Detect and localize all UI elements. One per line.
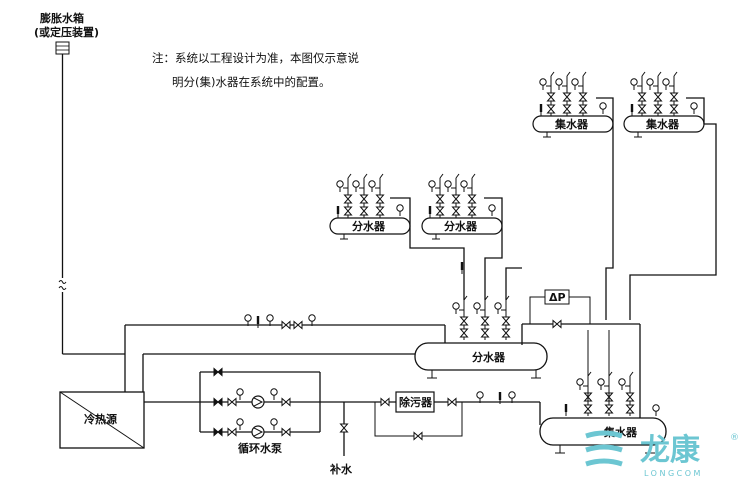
chiller-label: 冷热源 <box>84 412 117 426</box>
main-coll-branch-3 <box>619 372 634 416</box>
main-distributor <box>414 342 548 379</box>
dirt-bypass-valve[interactable] <box>413 432 423 440</box>
tank-label-line2: (或定压装置) <box>34 25 99 39</box>
top-collector-2-label: 集水器 <box>645 117 680 131</box>
main-coll-branch-2 <box>598 372 613 416</box>
small-distributor-2-label: 分水器 <box>444 219 478 233</box>
longcom-logo: 龙康 LONGCOM ® <box>585 430 739 478</box>
supply-gauge-3 <box>308 314 316 327</box>
pump-2 <box>251 425 265 439</box>
supply-valve-1[interactable] <box>281 321 291 329</box>
main-coll-thermo <box>564 403 568 417</box>
chiller <box>59 391 145 449</box>
main-dist-branch-3 <box>495 296 510 340</box>
pump-group-label: 循环水泵 <box>238 441 282 455</box>
pump-group <box>199 368 321 436</box>
return-valve-1[interactable] <box>447 398 457 406</box>
note-line1: 注：系统以工程设计为准，本图仅示意说 <box>152 51 359 65</box>
main-coll-gauge <box>652 404 660 417</box>
main-dist-branch-1 <box>453 296 468 340</box>
note-line2: 明分(集)水器在系统中的配置。 <box>172 75 330 89</box>
dp-label: ΔP <box>549 291 566 304</box>
makeup-label: 补水 <box>329 462 353 476</box>
bypass-valve[interactable] <box>552 320 562 328</box>
return-valve-2[interactable] <box>380 398 390 406</box>
main-distributor-label: 分水器 <box>472 350 506 364</box>
return-gauge-2 <box>508 391 516 404</box>
return-gauge-1 <box>476 391 484 404</box>
supply-thermo-1 <box>256 315 260 329</box>
supply-valve-2[interactable] <box>293 321 303 329</box>
dirt-separator <box>395 391 435 413</box>
expansion-tank <box>55 41 125 355</box>
main-coll-branch-1 <box>577 372 592 416</box>
logo-en: LONGCOM <box>644 469 703 478</box>
tank-label-line1: 膨胀水箱 <box>39 11 84 25</box>
pump-1 <box>251 395 265 409</box>
supply-gauge-2 <box>266 314 274 327</box>
small-distributor-1-label: 分水器 <box>352 219 386 233</box>
top-collector-1-label: 集水器 <box>554 117 589 131</box>
main-dist-branch-2 <box>474 296 489 340</box>
dirt-separator-label: 除污器 <box>399 395 433 409</box>
makeup-valve[interactable] <box>340 423 348 433</box>
supply-gauge-1 <box>244 314 252 327</box>
main-dist-thermo <box>460 261 464 275</box>
logo-reg: ® <box>730 433 739 443</box>
logo-cn: 龙康 <box>640 433 701 468</box>
